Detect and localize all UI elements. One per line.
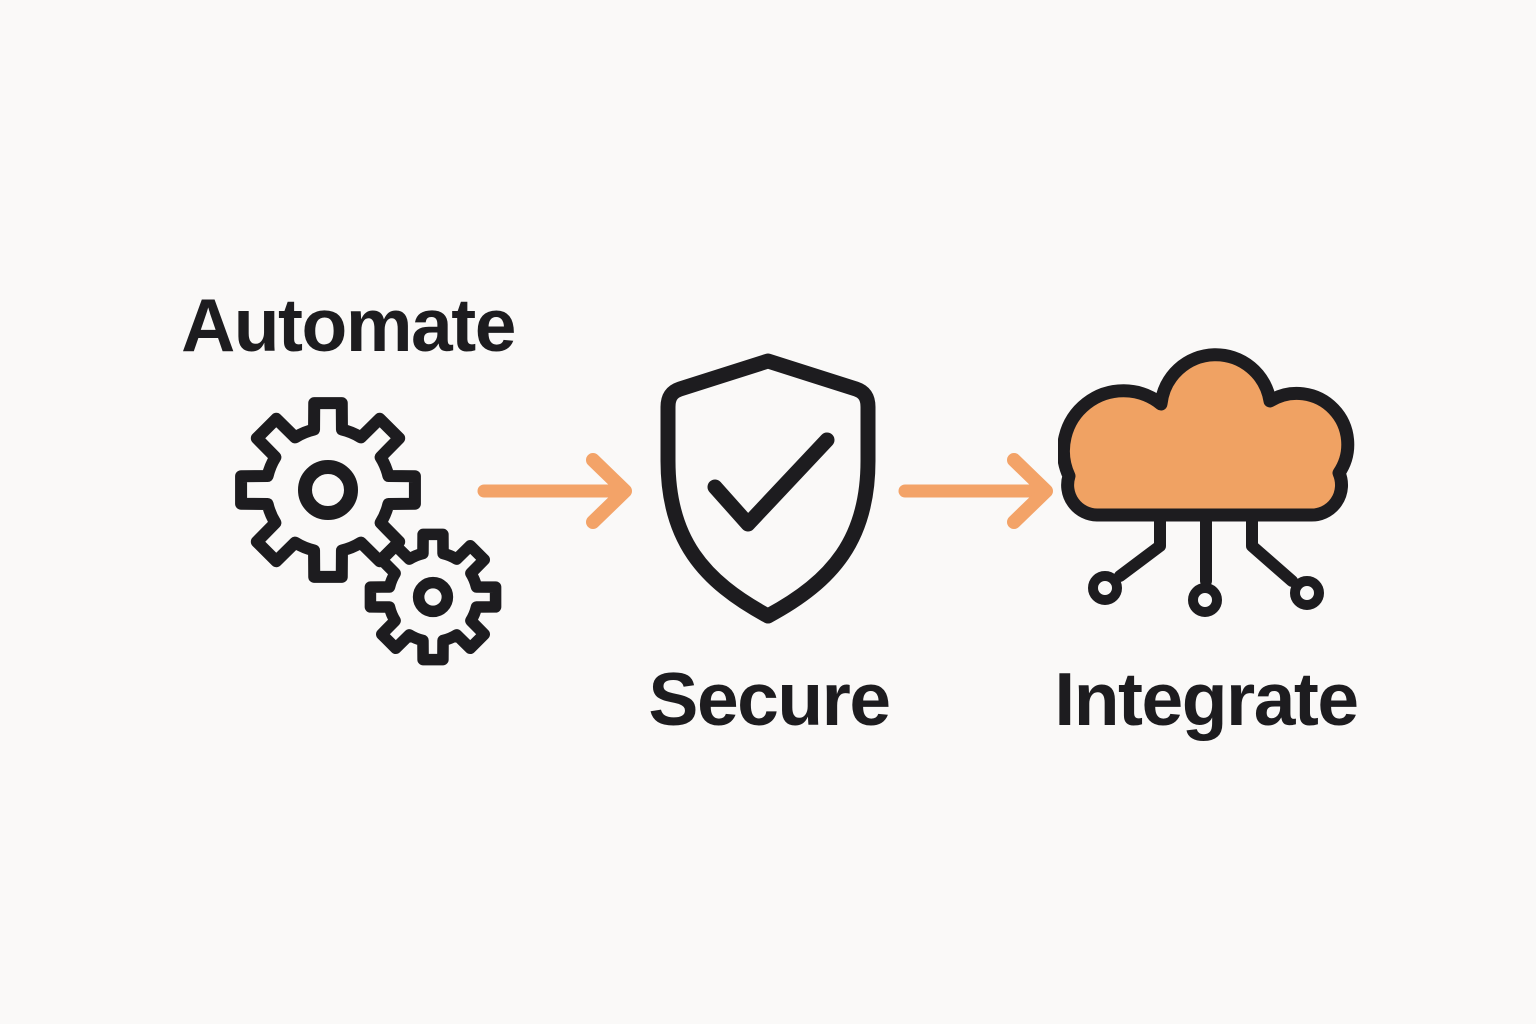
gears-icon bbox=[235, 397, 502, 666]
step-label-automate: Automate bbox=[181, 283, 516, 367]
cloud-network-icon bbox=[1058, 348, 1355, 617]
arrow-right-icon bbox=[477, 453, 632, 529]
step-label-integrate: Integrate bbox=[1054, 657, 1359, 741]
shield-check-icon bbox=[660, 353, 876, 624]
checkmark-icon bbox=[707, 432, 835, 532]
step-label-secure: Secure bbox=[648, 657, 891, 741]
network-nodes bbox=[1088, 571, 1324, 617]
cloud-shape bbox=[1058, 348, 1355, 522]
arrow-right-icon bbox=[898, 453, 1053, 529]
